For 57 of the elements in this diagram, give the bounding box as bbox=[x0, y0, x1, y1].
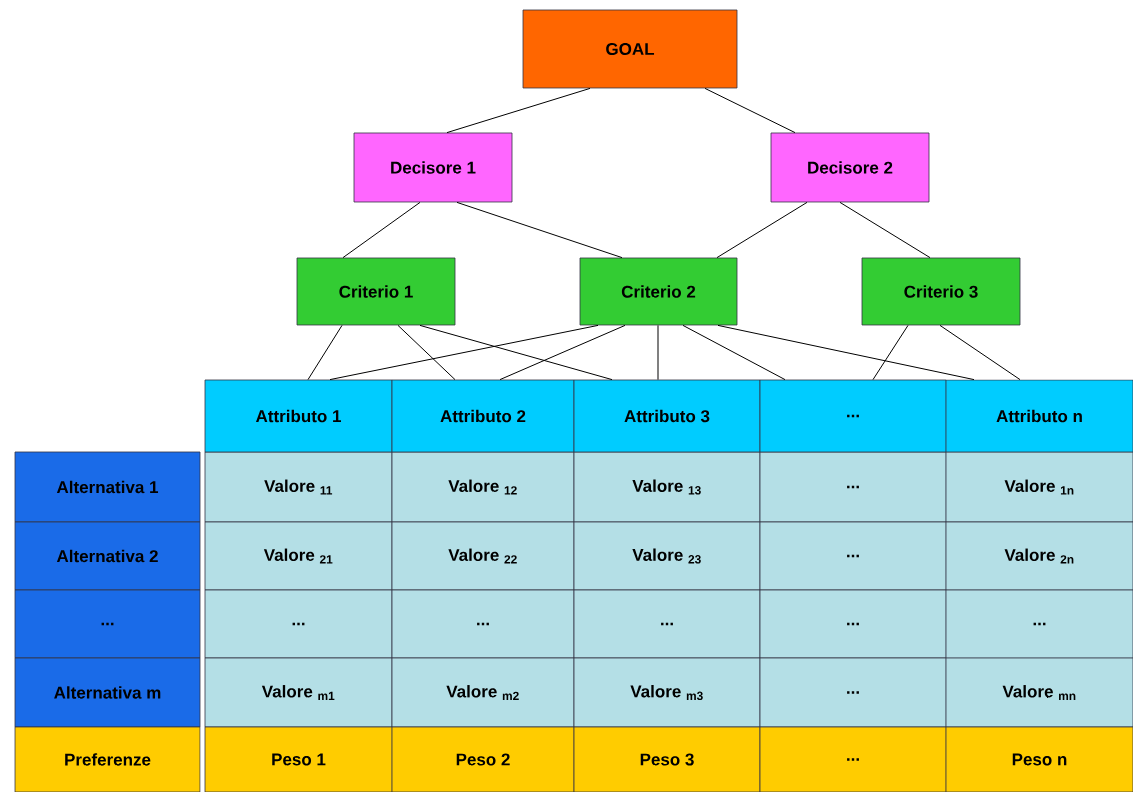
connector-line bbox=[704, 87, 796, 134]
attribute-header-cell: Attributo n bbox=[945, 379, 1133, 453]
connector-line bbox=[342, 201, 421, 259]
value-cell: Valore $_{m1}$ bbox=[204, 657, 393, 728]
attribute-header-cell: ... bbox=[759, 379, 947, 453]
criterion-box: Criterio 3 bbox=[861, 257, 1021, 326]
connector-line bbox=[657, 324, 659, 381]
value-cell: Valore $_{11}$ bbox=[204, 451, 393, 523]
weight-cell: Peso n bbox=[945, 726, 1133, 792]
value-cell: ... bbox=[573, 589, 761, 659]
row-header-cell: Alternativa 1 bbox=[14, 451, 201, 523]
decision-maker-box: Decisore 2 bbox=[770, 132, 930, 203]
connector-line bbox=[397, 324, 456, 381]
attribute-header-cell: Attributo 2 bbox=[391, 379, 575, 453]
value-cell: ... bbox=[759, 521, 947, 591]
connector-line bbox=[939, 324, 1021, 381]
attribute-header-cell: Attributo 1 bbox=[204, 379, 393, 453]
connector-line bbox=[446, 87, 591, 134]
connector-line bbox=[419, 324, 613, 381]
value-cell: Valore $_{1n}$ bbox=[945, 451, 1133, 523]
value-cell: ... bbox=[759, 589, 947, 659]
value-cell: Valore $_{23}$ bbox=[573, 521, 761, 591]
value-cell: Valore $_{2n}$ bbox=[945, 521, 1133, 591]
criterion-box: Criterio 2 bbox=[579, 257, 738, 326]
value-cell: ... bbox=[391, 589, 575, 659]
weight-cell: Peso 2 bbox=[391, 726, 575, 792]
row-header-cell: Alternativa m bbox=[14, 657, 201, 728]
weight-cell: Peso 1 bbox=[204, 726, 393, 792]
connector-line bbox=[717, 324, 975, 381]
row-header-cell: Alternativa 2 bbox=[14, 521, 201, 591]
value-cell: ... bbox=[945, 589, 1133, 659]
connector-line bbox=[307, 324, 343, 381]
value-cell: Valore $_{mn}$ bbox=[945, 657, 1133, 728]
weight-cell: Peso 3 bbox=[573, 726, 761, 792]
row-header-cell: Preferenze bbox=[14, 726, 201, 792]
connector-line bbox=[839, 201, 931, 259]
value-cell: Valore $_{12}$ bbox=[391, 451, 575, 523]
connector-line bbox=[456, 201, 623, 259]
value-cell: ... bbox=[759, 657, 947, 728]
goal-box: GOAL bbox=[522, 9, 738, 89]
value-cell: Valore $_{21}$ bbox=[204, 521, 393, 591]
connector-line bbox=[872, 324, 909, 381]
row-header-cell: ... bbox=[14, 589, 201, 659]
value-cell: Valore $_{13}$ bbox=[573, 451, 761, 523]
connector-line bbox=[716, 201, 808, 259]
value-cell: ... bbox=[204, 589, 393, 659]
value-cell: Valore $_{m3}$ bbox=[573, 657, 761, 728]
criterion-box: Criterio 1 bbox=[296, 257, 456, 326]
value-cell: Valore $_{22}$ bbox=[391, 521, 575, 591]
connector-line bbox=[682, 324, 786, 381]
attribute-header-cell: Attributo 3 bbox=[573, 379, 761, 453]
weight-cell: ... bbox=[759, 726, 947, 792]
connector-line bbox=[499, 324, 626, 381]
decision-maker-box: Decisore 1 bbox=[353, 132, 513, 203]
value-cell: Valore $_{m2}$ bbox=[391, 657, 575, 728]
connector-line bbox=[329, 324, 599, 381]
value-cell: ... bbox=[759, 451, 947, 523]
